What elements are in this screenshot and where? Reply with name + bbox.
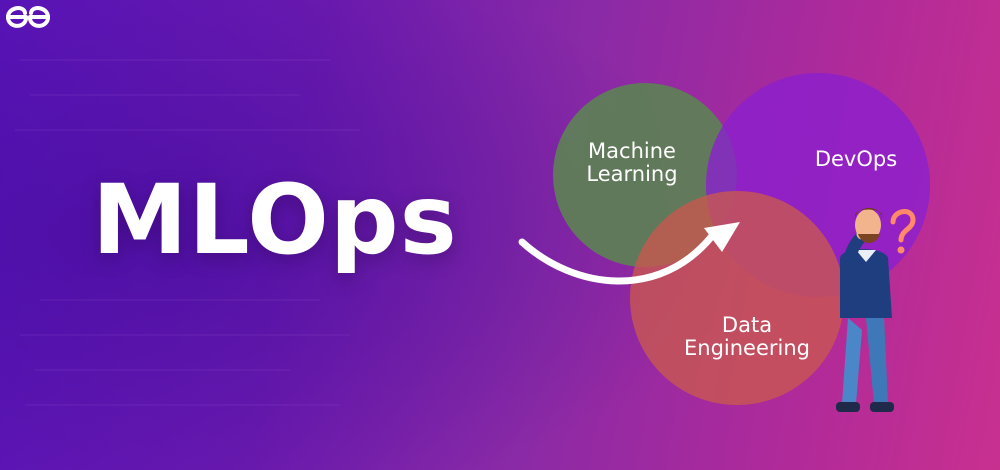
venn-circle-data-engineering xyxy=(630,191,844,405)
question-mark-icon xyxy=(890,209,916,254)
venn-label-data-engineering: Data Engineering xyxy=(684,313,810,361)
geeksforgeeks-logo-icon xyxy=(5,6,51,28)
headline-title: MLOps xyxy=(92,164,458,276)
venn-label-devops: DevOps xyxy=(814,147,898,171)
venn-label-machine-learning: Machine Learning xyxy=(586,139,678,187)
